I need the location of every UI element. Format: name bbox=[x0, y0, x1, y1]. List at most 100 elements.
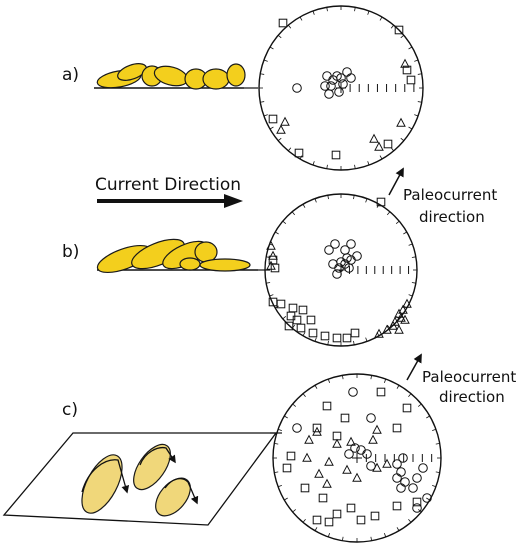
net-tick bbox=[408, 243, 413, 246]
square-symbol bbox=[376, 197, 386, 207]
net-tick bbox=[314, 198, 317, 203]
circle-symbol bbox=[346, 73, 356, 83]
net-tick bbox=[312, 10, 315, 15]
square-symbol bbox=[394, 25, 404, 35]
circle-symbol bbox=[330, 239, 340, 249]
circle-symbol bbox=[366, 413, 376, 423]
net-tick bbox=[277, 428, 282, 432]
square-symbol bbox=[278, 18, 288, 28]
triangle-symbol bbox=[388, 320, 398, 330]
paleocurrent-arrow-upper bbox=[388, 167, 404, 196]
net-tick bbox=[263, 114, 268, 117]
net-tick bbox=[327, 340, 329, 345]
rotation-arrow bbox=[81, 459, 130, 494]
circle-symbol bbox=[366, 461, 376, 471]
net-tick bbox=[277, 137, 282, 142]
net-tick bbox=[414, 114, 419, 117]
net-tick bbox=[314, 527, 318, 531]
net-tick bbox=[342, 536, 344, 541]
net-tick bbox=[383, 533, 387, 538]
net-tick bbox=[370, 375, 372, 380]
square-symbol bbox=[350, 328, 360, 338]
triangle-symbol bbox=[268, 250, 278, 260]
triangle-symbol bbox=[266, 260, 276, 270]
circle-symbol bbox=[422, 493, 432, 503]
triangle-symbol bbox=[374, 328, 384, 338]
rotation-arrow bbox=[139, 446, 176, 466]
net-tick bbox=[302, 519, 306, 523]
circle-symbol bbox=[344, 263, 354, 273]
square-symbol bbox=[322, 401, 332, 411]
panel-b-label: b) bbox=[62, 242, 79, 262]
net-tick bbox=[386, 211, 391, 216]
panel-a-grains bbox=[94, 63, 246, 90]
square-symbol bbox=[356, 515, 366, 525]
current-direction-arrowhead bbox=[224, 194, 243, 208]
triangle-symbol bbox=[400, 58, 410, 68]
net-tick bbox=[435, 443, 440, 445]
circle-symbol bbox=[396, 467, 406, 477]
square-symbol bbox=[294, 148, 304, 158]
grain bbox=[131, 238, 185, 270]
circle-symbol bbox=[352, 251, 362, 261]
net-tick bbox=[435, 471, 440, 473]
square-symbol bbox=[282, 463, 292, 473]
circle-symbol bbox=[412, 503, 422, 513]
circle-symbol bbox=[292, 83, 302, 93]
square-symbol bbox=[300, 483, 310, 493]
circle-symbol bbox=[332, 269, 342, 279]
circle-symbol bbox=[344, 449, 354, 459]
net-tick bbox=[326, 164, 328, 169]
grain bbox=[194, 241, 218, 263]
net-tick bbox=[400, 137, 405, 142]
net-tick bbox=[400, 34, 405, 39]
panel-b-grains bbox=[96, 238, 258, 274]
circle-symbol bbox=[324, 89, 334, 99]
square-symbol bbox=[331, 150, 341, 160]
circle-symbol bbox=[320, 81, 330, 91]
triangle-symbol bbox=[266, 240, 276, 250]
circle-symbol bbox=[346, 239, 356, 249]
net-tick bbox=[417, 101, 422, 103]
grain bbox=[153, 65, 189, 87]
net-tick bbox=[432, 428, 437, 432]
circle-symbol bbox=[350, 443, 360, 453]
circle-symbol bbox=[342, 67, 352, 77]
net-tick bbox=[408, 393, 412, 397]
square-symbol bbox=[288, 303, 298, 313]
net-tick bbox=[408, 519, 412, 523]
net-tick bbox=[408, 126, 413, 130]
triangle-symbol bbox=[304, 434, 314, 444]
net-tick bbox=[379, 16, 383, 21]
square-symbol bbox=[268, 114, 278, 124]
net-tick bbox=[282, 220, 287, 225]
net-tick bbox=[432, 484, 437, 488]
net-tick bbox=[379, 155, 383, 160]
triangle-symbol bbox=[398, 304, 408, 314]
net-tick bbox=[263, 59, 268, 62]
square-symbol bbox=[402, 403, 412, 413]
triangle-symbol bbox=[382, 324, 392, 334]
net-tick bbox=[367, 161, 370, 166]
circle-symbol bbox=[322, 71, 332, 81]
net-tick bbox=[365, 337, 368, 342]
square-symbol bbox=[306, 315, 316, 325]
net-tick bbox=[266, 282, 271, 284]
net-tick bbox=[269, 126, 274, 130]
triangle-symbol bbox=[369, 133, 379, 143]
circle-symbol bbox=[396, 483, 406, 493]
square-symbol bbox=[270, 263, 280, 273]
triangle-symbol bbox=[352, 472, 362, 482]
grain bbox=[81, 454, 123, 514]
circle-symbol bbox=[338, 79, 348, 89]
net-tick bbox=[284, 497, 288, 501]
net-tick bbox=[292, 509, 296, 513]
circle-symbol bbox=[398, 453, 408, 463]
grain bbox=[117, 63, 147, 81]
grain bbox=[133, 443, 171, 491]
net-tick bbox=[302, 332, 306, 337]
net-tick bbox=[299, 16, 303, 21]
circle-symbol bbox=[362, 449, 372, 459]
